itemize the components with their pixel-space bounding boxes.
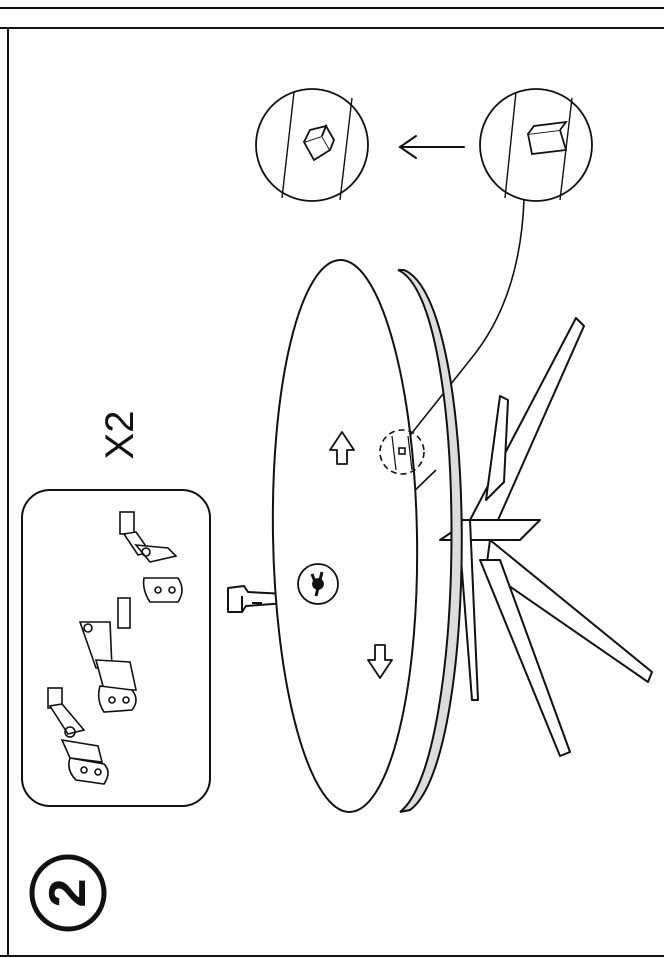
step-number: 2 bbox=[39, 879, 97, 908]
detail-callout-after bbox=[255, 88, 369, 202]
latch-part-c bbox=[47, 687, 109, 785]
latch-position-marker bbox=[297, 563, 339, 605]
page-frame bbox=[0, 7, 664, 957]
hardware-parts-box bbox=[21, 489, 211, 807]
latch-part-a bbox=[119, 511, 183, 603]
oval-tabletop bbox=[271, 259, 463, 813]
detail-callout-before bbox=[479, 88, 593, 202]
latch-part-b bbox=[78, 597, 137, 713]
arrow-left-icon bbox=[398, 135, 465, 159]
arrow-up-icon bbox=[329, 431, 355, 465]
table-base bbox=[439, 317, 653, 757]
arrow-down-icon bbox=[367, 644, 393, 679]
connector-position-marker bbox=[379, 429, 425, 475]
quantity-label: X2 bbox=[98, 411, 142, 460]
step-badge: 2 bbox=[29, 854, 107, 932]
